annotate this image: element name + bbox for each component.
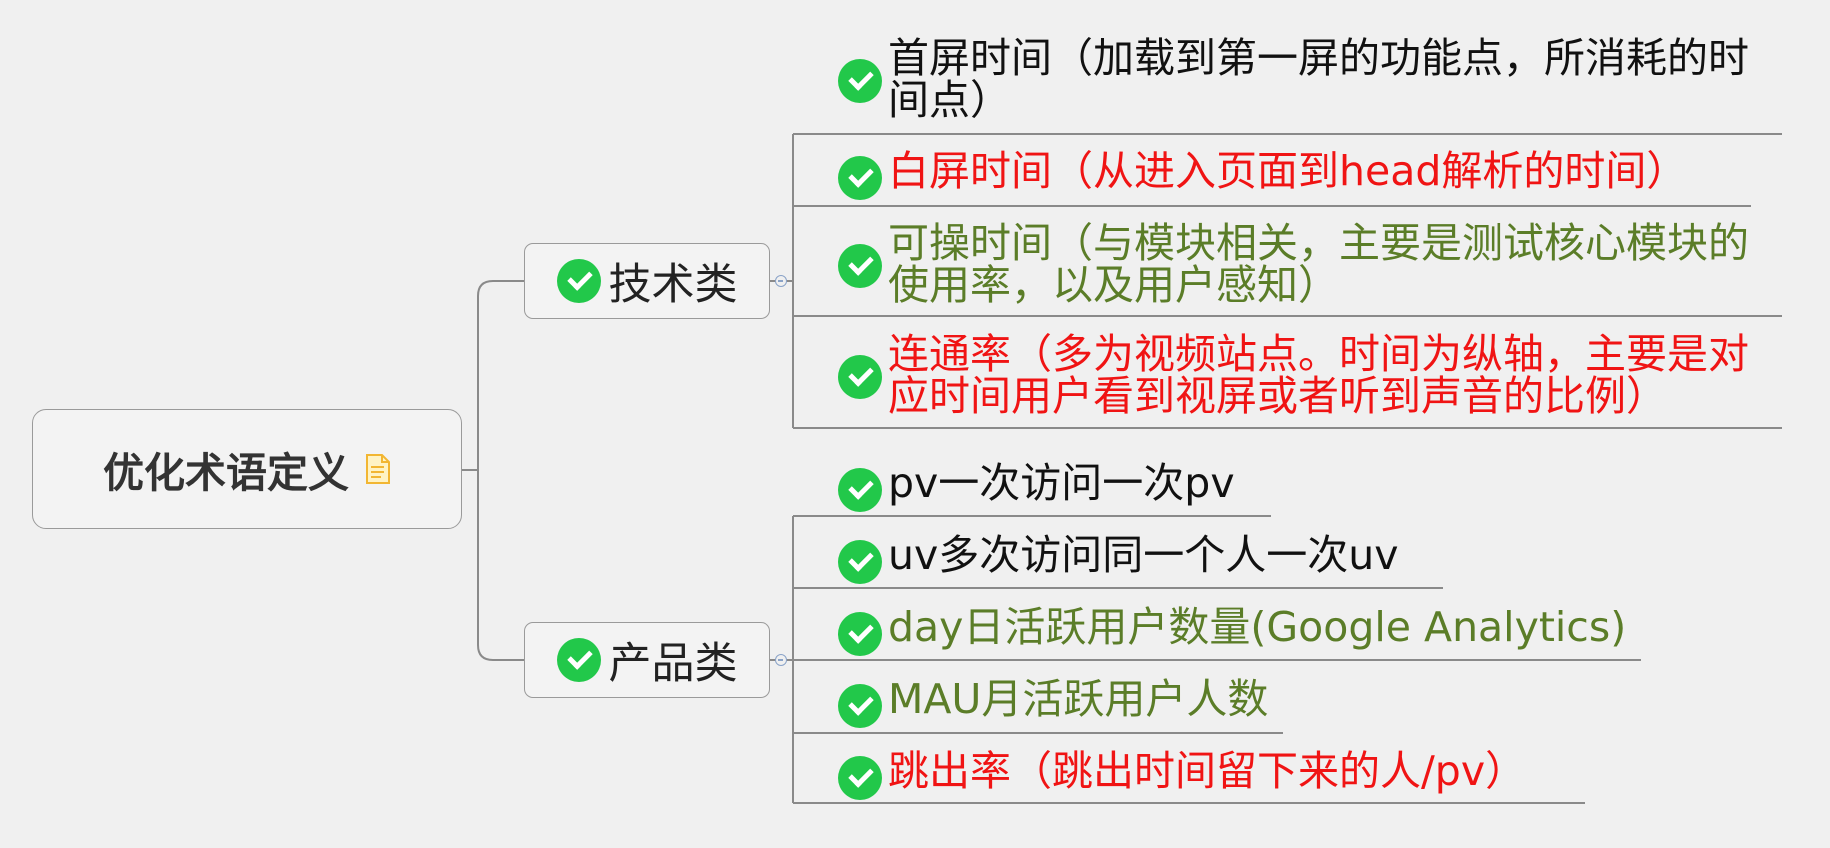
check-icon [838, 468, 882, 512]
leaf-topic-label: 首屏时间（加载到第一屏的功能点，所消耗的时间点） [888, 34, 1749, 124]
collapse-toggle-tech[interactable] [775, 275, 787, 287]
leaf-topic[interactable]: day日活跃用户数量(Google Analytics) [838, 606, 1626, 656]
leaf-topic-label: 白屏时间（从进入页面到head解析的时间） [888, 147, 1688, 195]
branch-topic-tech[interactable]: 技术类 [524, 243, 770, 319]
check-icon [838, 156, 882, 200]
connector-root-branch-1 [477, 280, 524, 470]
leaf-topic-label: 可操时间（与模块相关，主要是测试核心模块的使用率，以及用户感知） [888, 219, 1749, 309]
check-icon [838, 756, 882, 800]
connector-root-branch-2 [477, 470, 524, 661]
branch-topic-product[interactable]: 产品类 [524, 622, 770, 698]
leaf-topic-label: uv多次访问同一个人一次uv [888, 531, 1399, 579]
branch-topic-label: 技术类 [608, 260, 738, 310]
leaf-topic[interactable]: uv多次访问同一个人一次uv [838, 534, 1399, 584]
leaf-topic[interactable]: 可操时间（与模块相关，主要是测试核心模块的使用率，以及用户感知） [838, 222, 1758, 306]
check-icon [556, 259, 601, 303]
check-icon [838, 244, 882, 288]
check-icon [838, 612, 882, 656]
check-icon [556, 638, 601, 682]
check-icon [838, 540, 882, 584]
leaf-topic[interactable]: MAU月活跃用户人数 [838, 678, 1268, 728]
leaf-topic-label: MAU月活跃用户人数 [888, 675, 1269, 723]
root-topic-label: 优化术语定义 [103, 449, 349, 497]
check-icon [838, 355, 882, 399]
collapse-toggle-product[interactable] [775, 654, 787, 666]
check-icon [838, 59, 882, 103]
leaf-topic[interactable]: 白屏时间（从进入页面到head解析的时间） [838, 150, 1758, 200]
leaf-topic-label: 连通率（多为视频站点。时间为纵轴，主要是对应时间用户看到视屏或者听到声音的比例） [888, 330, 1749, 420]
check-icon [838, 684, 882, 728]
leaf-topic-label: 跳出率（跳出时间留下来的人/pv） [888, 747, 1527, 795]
leaf-topic[interactable]: 跳出率（跳出时间留下来的人/pv） [838, 750, 1526, 800]
leaf-topic-label: pv一次访问一次pv [888, 459, 1235, 507]
leaf-topic-label: day日活跃用户数量(Google Analytics) [888, 603, 1627, 651]
leaf-topic[interactable]: 首屏时间（加载到第一屏的功能点，所消耗的时间点） [838, 37, 1758, 121]
leaf-topic[interactable]: pv一次访问一次pv [838, 462, 1235, 512]
root-topic[interactable]: 优化术语定义 [32, 409, 462, 529]
leaf-topic[interactable]: 连通率（多为视频站点。时间为纵轴，主要是对应时间用户看到视屏或者听到声音的比例） [838, 333, 1758, 417]
document-note-icon[interactable] [365, 454, 391, 484]
branch-topic-label: 产品类 [608, 639, 738, 689]
